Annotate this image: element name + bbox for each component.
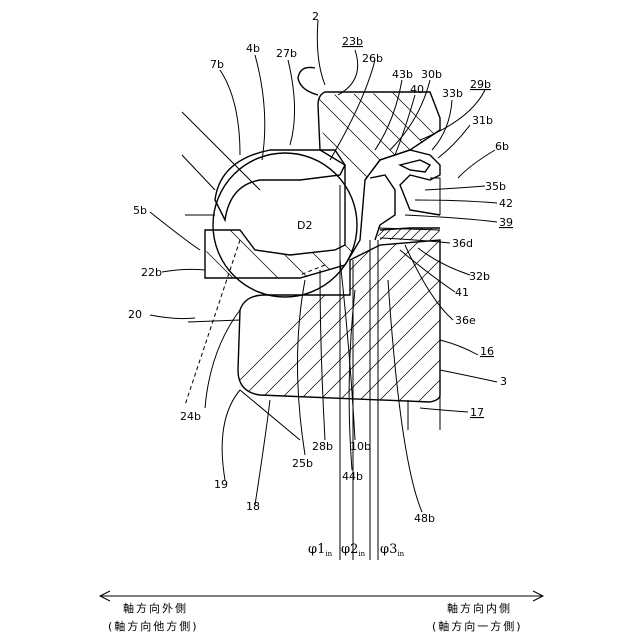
label-36e: 36e — [455, 314, 476, 327]
diameter-phi3-label: φ3in — [380, 542, 405, 558]
label-32b: 32b — [469, 270, 490, 283]
label-26b: 26b — [362, 52, 383, 65]
label-35b: 35b — [485, 180, 506, 193]
label-3: 3 — [500, 375, 507, 388]
label-7b: 7b — [210, 58, 224, 71]
ball-element — [213, 153, 357, 297]
diameter-phi2-label: φ2in — [341, 542, 366, 558]
diameter-phi1-label: φ1in — [308, 542, 333, 558]
label-16: 16 — [480, 345, 494, 358]
label-24b: 24b — [180, 410, 201, 423]
label-22b: 22b — [141, 266, 162, 279]
label-27b: 27b — [276, 47, 297, 60]
cage-outline — [215, 150, 345, 220]
label-31b: 31b — [472, 114, 493, 127]
axial-inner-label: 軸方向内側 — [447, 601, 512, 615]
label-6b: 6b — [495, 140, 509, 153]
label-17: 17 — [470, 406, 484, 419]
label-D2: D2 — [297, 219, 312, 232]
part-labels: 2 4b 27b 23b 26b 7b 43b 30b 29b 40 33b 3… — [128, 10, 513, 525]
label-23b: 23b — [342, 35, 363, 48]
inner-ring-hatching — [180, 240, 600, 440]
label-39: 39 — [499, 216, 513, 229]
label-5b: 5b — [133, 204, 147, 217]
label-33b: 33b — [442, 87, 463, 100]
label-30b: 30b — [421, 68, 442, 81]
label-20: 20 — [128, 308, 142, 321]
label-41: 41 — [455, 286, 469, 299]
dashed-centerlines — [185, 240, 325, 405]
axial-outer-label: 軸方向外側 — [123, 601, 188, 615]
seal-assembly — [365, 150, 440, 240]
label-44b: 44b — [342, 470, 363, 483]
diameter-labels: φ1in φ2in φ3in — [308, 542, 405, 558]
label-10b: 10b — [350, 440, 371, 453]
label-29b: 29b — [470, 78, 491, 91]
direction-captions: 軸方向外側 (軸方向他方側) 軸方向内側 (軸方向一方側) — [108, 601, 523, 633]
label-18: 18 — [246, 500, 260, 513]
label-42: 42 — [499, 197, 513, 210]
axial-outer-alt-label: (軸方向他方側) — [108, 619, 199, 633]
label-2: 2 — [312, 10, 319, 23]
label-25b: 25b — [292, 457, 313, 470]
axial-direction-arrows — [100, 591, 543, 601]
label-43b: 43b — [392, 68, 413, 81]
axial-inner-alt-label: (軸方向一方側) — [432, 619, 523, 633]
label-19: 19 — [214, 478, 228, 491]
label-48b: 48b — [414, 512, 435, 525]
label-28b: 28b — [312, 440, 333, 453]
groove-arc — [298, 67, 318, 95]
label-4b: 4b — [246, 42, 260, 55]
label-40: 40 — [410, 83, 424, 96]
outer-ring-outline — [205, 92, 440, 278]
label-36d: 36d — [452, 237, 473, 250]
